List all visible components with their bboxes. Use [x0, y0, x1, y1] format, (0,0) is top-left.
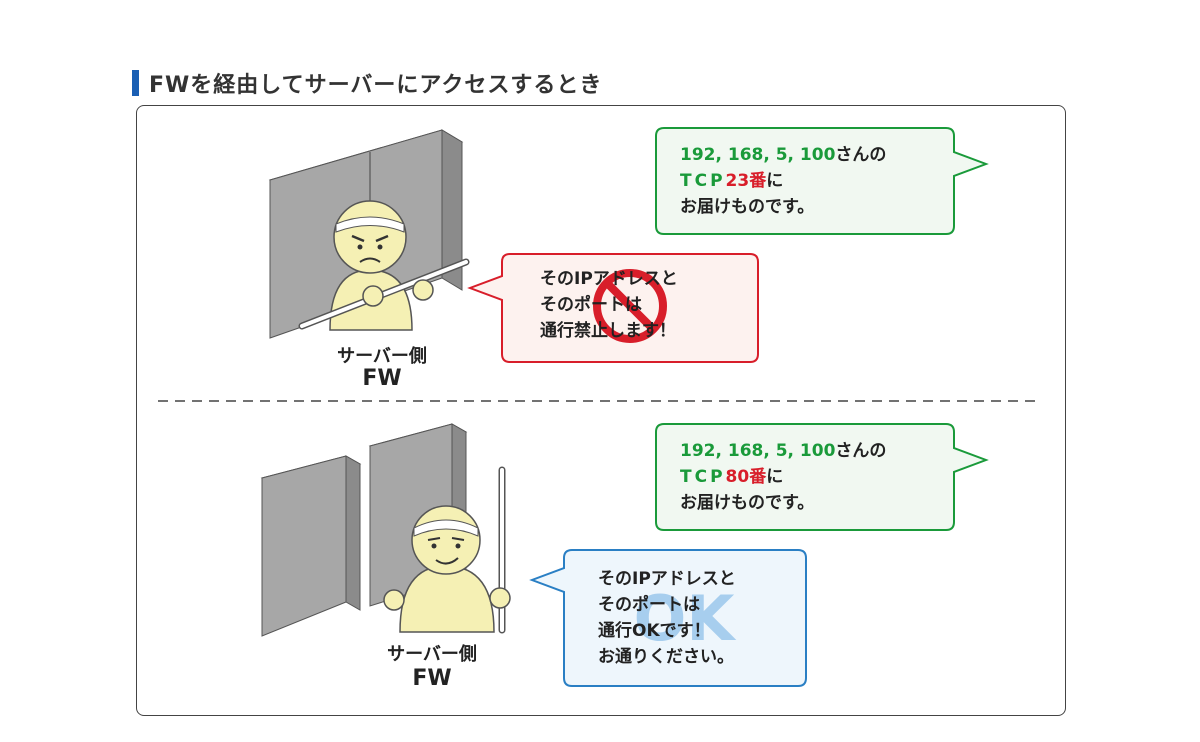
diagram-frame [136, 105, 1066, 716]
deny-text: そのIPアドレスと そのポートは 通行禁止します！ [540, 266, 678, 344]
delivery-text: お届けものです。 [680, 197, 815, 217]
delivery-text: お届けものです。 [680, 493, 815, 513]
title-accent-bar [132, 70, 139, 96]
protocol: TCP [680, 467, 726, 487]
guard-friendly [383, 466, 511, 634]
allow-text: そのIPアドレスと そのポートは 通行OKです！ お通りください。 [598, 566, 736, 670]
figure-title: FWを経由してサーバーにアクセスするとき [132, 68, 602, 98]
allow-line-4: お通りください。 [598, 647, 734, 667]
ok-stamp: OK [634, 582, 737, 655]
deny-line-2: そのポートは [540, 295, 642, 315]
request-text-top: 192, 168, 5, 100さんの TCP23番に お届けものです。 [680, 142, 886, 220]
port-number: 23番 [725, 171, 767, 191]
port-suffix: に [766, 171, 784, 191]
allow-line-3: 通行OKです！ [598, 621, 711, 641]
fw-label-bottom: FW [412, 666, 452, 691]
deny-line-3: 通行禁止します！ [540, 321, 676, 341]
fw-wall-open-left [260, 455, 362, 637]
allow-line-2: そのポートは [598, 595, 700, 615]
deny-bubble [467, 253, 759, 363]
fw-label-top: FW [362, 366, 402, 391]
server-side-label-top: サーバー側 [337, 346, 427, 367]
request-bubble-top [655, 127, 989, 235]
guard-angry [298, 200, 470, 331]
deny-line-1: そのIPアドレスと [540, 269, 678, 289]
port-suffix: に [766, 467, 784, 487]
request-bubble-bottom [655, 423, 989, 531]
ip-address: 192, 168, 5, 100 [680, 145, 836, 165]
request-text-bottom: 192, 168, 5, 100さんの TCP80番に お届けものです。 [680, 438, 886, 516]
ip-address: 192, 168, 5, 100 [680, 441, 836, 461]
title-text: FWを経由してサーバーにアクセスするとき [149, 73, 603, 98]
allow-line-1: そのIPアドレスと [598, 569, 736, 589]
prohibited-icon [593, 269, 667, 343]
address-suffix: さんの [835, 441, 887, 461]
port-number: 80番 [725, 467, 767, 487]
protocol: TCP [680, 171, 726, 191]
allow-bubble [529, 549, 807, 687]
address-suffix: さんの [835, 145, 887, 165]
server-side-label-bottom: サーバー側 [387, 644, 477, 665]
